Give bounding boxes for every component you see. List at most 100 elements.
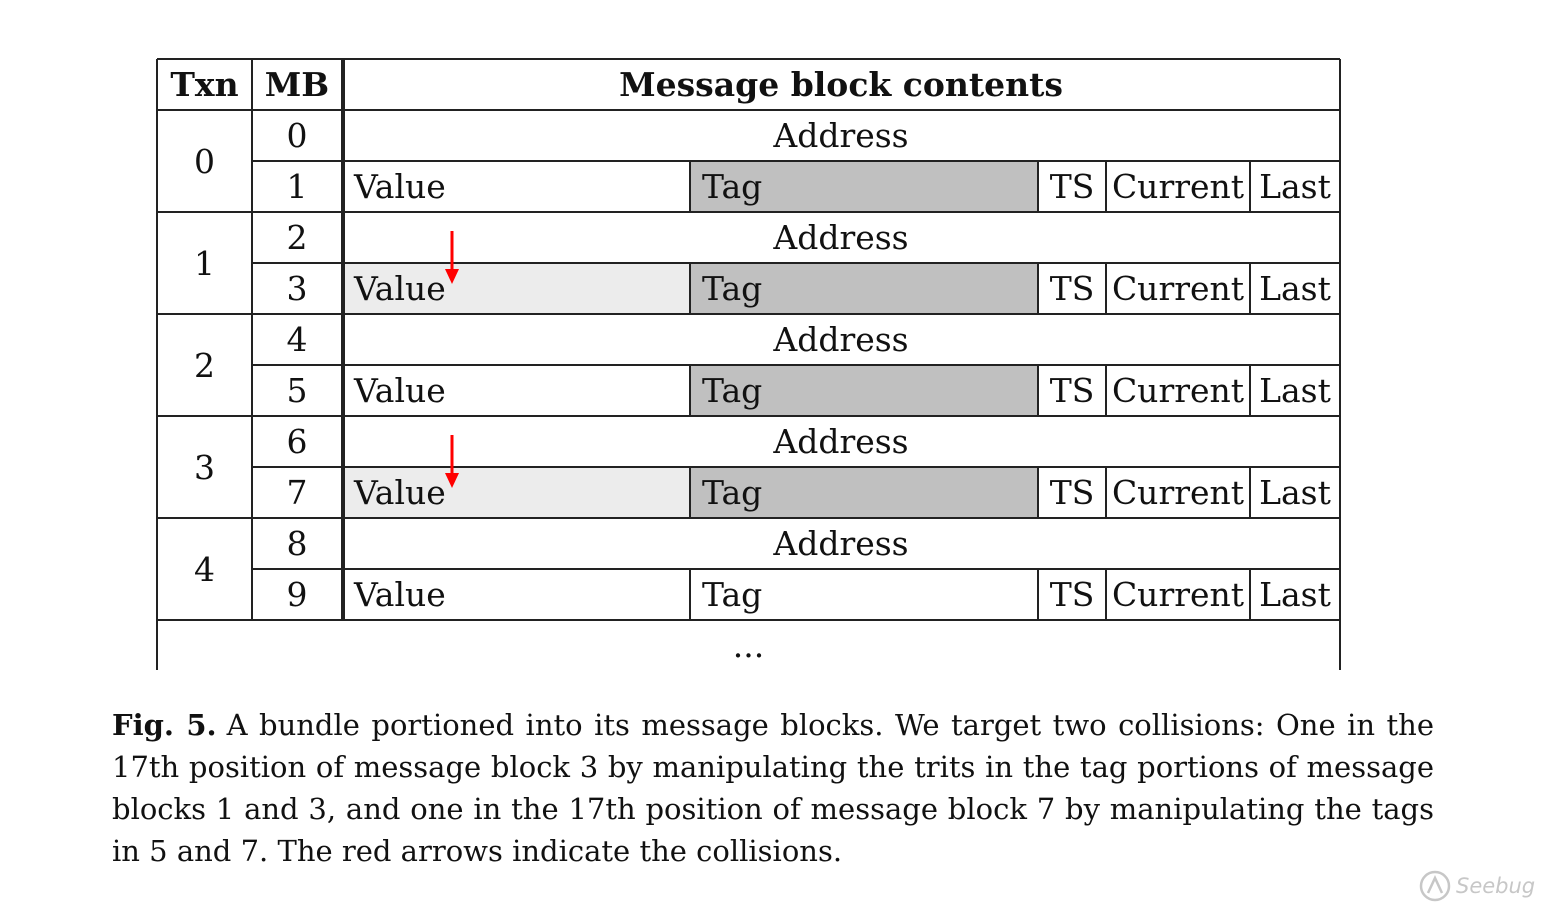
address-cell: Address <box>773 320 909 359</box>
address-cell: Address <box>773 422 909 461</box>
address-cell: Address <box>773 116 909 155</box>
mb-cell: 4 <box>286 320 308 359</box>
value-cell: Value <box>354 575 446 614</box>
mb-cell: 2 <box>286 218 308 257</box>
transaction-rule <box>157 211 1340 213</box>
watermark: Seebug <box>1418 868 1535 904</box>
table-rule <box>689 569 691 620</box>
header-rule <box>157 109 1340 111</box>
transaction-rule <box>157 517 1340 519</box>
tag-cell-shading <box>690 263 1038 314</box>
table-rule <box>1105 569 1107 620</box>
row-rule <box>252 568 1340 570</box>
column-rule <box>251 59 253 620</box>
figure-label: Fig. 5. <box>112 708 217 742</box>
last-cell: Last <box>1259 167 1331 206</box>
value-cell: Value <box>354 167 446 206</box>
txn-cell: 1 <box>194 243 215 283</box>
table-rule <box>689 161 691 212</box>
watermark-text: Seebug <box>1456 874 1536 898</box>
table-rule <box>1249 569 1251 620</box>
mb-cell: 3 <box>286 269 308 308</box>
collision-arrow <box>445 231 459 284</box>
mb-cell: 0 <box>286 116 308 155</box>
column-rule <box>341 59 343 620</box>
transaction-rule <box>157 313 1340 315</box>
ts-cell: TS <box>1049 269 1095 308</box>
current-cell: Current <box>1111 473 1245 512</box>
last-cell: Last <box>1259 269 1331 308</box>
row-rule <box>252 466 1340 468</box>
address-cell: Address <box>773 524 909 563</box>
mb-cell: 6 <box>286 422 308 461</box>
table-rule <box>1105 161 1107 212</box>
table-rule <box>1037 365 1039 416</box>
ts-cell: TS <box>1049 473 1095 512</box>
table-rule <box>1249 467 1251 518</box>
table-rule <box>1249 365 1251 416</box>
table-rule <box>1249 161 1251 212</box>
tag-cell: Tag <box>702 371 763 410</box>
ts-cell: TS <box>1049 575 1095 614</box>
tag-cell: Tag <box>702 269 763 308</box>
table-rule <box>689 263 691 314</box>
value-cell: Value <box>354 473 446 512</box>
ts-cell: TS <box>1049 167 1095 206</box>
table-rule <box>1037 569 1039 620</box>
header-mb: MB <box>264 65 330 104</box>
value-cell-shading <box>342 263 690 314</box>
current-cell: Current <box>1111 575 1245 614</box>
seebug-logo-icon <box>1419 870 1451 902</box>
mb-cell: 9 <box>286 575 308 614</box>
current-cell: Current <box>1111 371 1245 410</box>
txn-cell: 4 <box>194 549 215 589</box>
row-rule <box>252 364 1340 366</box>
table-rule <box>1105 467 1107 518</box>
table-left-rule <box>156 59 158 670</box>
tag-cell-shading <box>690 161 1038 212</box>
transaction-rule <box>157 619 1340 621</box>
mb-cell: 8 <box>286 524 308 563</box>
last-cell: Last <box>1259 371 1331 410</box>
table-rule <box>1037 467 1039 518</box>
mb-cell: 5 <box>286 371 308 410</box>
mb-cell: 1 <box>286 167 308 206</box>
table-rule <box>689 467 691 518</box>
last-cell: Last <box>1259 575 1331 614</box>
txn-cell: 0 <box>194 141 215 181</box>
value-cell: Value <box>354 371 446 410</box>
table-rule <box>689 365 691 416</box>
caption-text: A bundle portioned into its message bloc… <box>112 708 1434 868</box>
ts-cell: TS <box>1049 371 1095 410</box>
header-txn: Txn <box>170 65 239 104</box>
current-cell: Current <box>1111 269 1245 308</box>
table-rule <box>1105 365 1107 416</box>
table-rule <box>1037 161 1039 212</box>
tag-cell-shading <box>690 467 1038 518</box>
last-cell: Last <box>1259 473 1331 512</box>
txn-cell: 3 <box>194 447 215 487</box>
txn-cell: 2 <box>194 345 215 385</box>
transaction-rule <box>157 415 1340 417</box>
continuation-ellipsis: ... <box>732 625 765 665</box>
row-rule <box>252 262 1340 264</box>
table-rule <box>1249 263 1251 314</box>
collision-arrow <box>445 435 459 488</box>
tag-cell: Tag <box>702 575 763 614</box>
table-top-rule <box>157 58 1340 60</box>
tag-cell-shading <box>690 365 1038 416</box>
address-cell: Address <box>773 218 909 257</box>
header-message-block-contents: Message block contents <box>619 65 1063 104</box>
current-cell: Current <box>1111 167 1245 206</box>
value-cell-shading <box>342 467 690 518</box>
tag-cell: Tag <box>702 473 763 512</box>
table-rule <box>1105 263 1107 314</box>
row-rule <box>252 160 1340 162</box>
table-right-rule <box>1339 59 1341 670</box>
mb-cell: 7 <box>286 473 308 512</box>
value-cell: Value <box>354 269 446 308</box>
column-rule-double <box>343 59 345 620</box>
figure-caption: Fig. 5.A bundle portioned into its messa… <box>112 704 1434 872</box>
table-rule <box>1037 263 1039 314</box>
